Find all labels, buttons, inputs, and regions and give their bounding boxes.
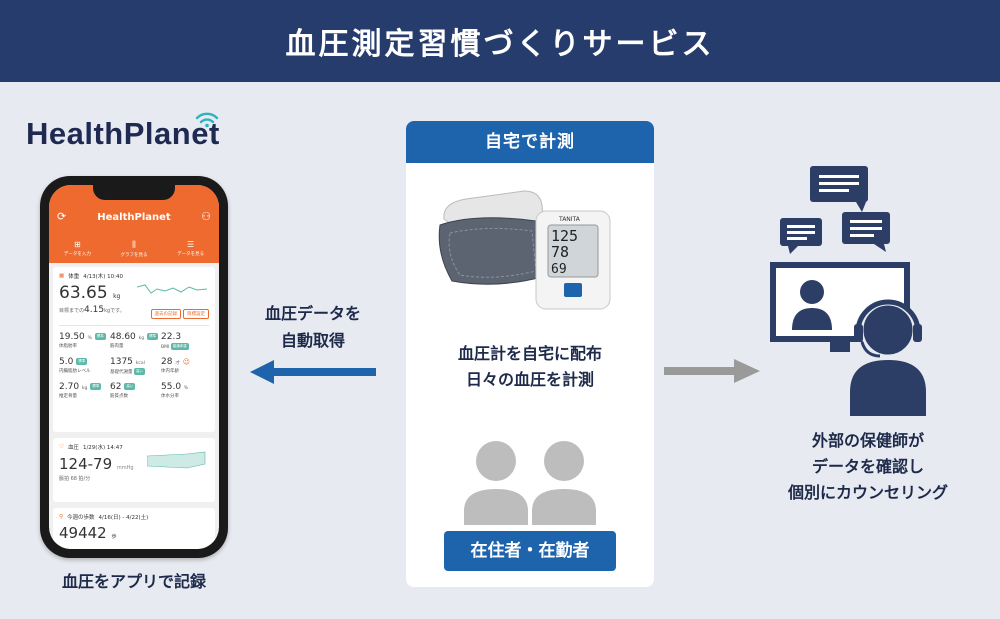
bp-label: 血圧 (67, 445, 79, 451)
phone-caption: 血圧をアプリで記録 (61, 572, 206, 591)
steps-label: 今週の歩数 (67, 515, 95, 521)
steps-card[interactable]: ⚲ 今週の歩数 4/16(日) - 4/22(土) 49442 歩 (53, 508, 215, 549)
chat-bubble-icon (842, 212, 890, 252)
home-measurement-panel: 自宅で計測 125 78 69 TANITA 血圧計を自宅に配布 日々の血圧を計… (406, 121, 654, 587)
metric-item: 28 才 ☺体内年齢 (161, 357, 191, 374)
bp-value: 124-79 (59, 455, 113, 473)
wifi-icon (195, 112, 219, 128)
dia-reading: 78 (551, 243, 569, 261)
chat-bubble-icon (780, 218, 822, 254)
nurse-description: 外部の保健師が データを確認し 個別にカウンセリング (787, 431, 948, 502)
chat-bubble-icon (810, 166, 868, 212)
metric-item: 62 高い筋質点数 (110, 382, 136, 399)
steps-unit: 歩 (111, 534, 117, 540)
bar-chart-icon: ⫼ (132, 240, 136, 249)
arrow-right-icon (664, 359, 760, 383)
steps-value: 49442 (59, 524, 107, 542)
panel-tab: 自宅で計測 (406, 121, 654, 163)
page-title: 血圧測定習慣づくりサービス (285, 27, 715, 62)
healthplanet-logo: HealthPlanet (26, 116, 220, 151)
center-description: 血圧計を自宅に配布 日々の血圧を計測 (457, 344, 602, 389)
bp-date: 1/29(水) 14:47 (82, 445, 123, 451)
pulse-text: 脈拍 68 拍/分 (59, 476, 91, 482)
metric-item: 2.70 kg 標準推定骨量 (59, 382, 102, 399)
metric-item: 5.0 標準内臓脂肪レベル (59, 357, 91, 374)
weight-sparkline (137, 284, 208, 294)
smartphone: ⟳ HealthPlanet ⚇ ⊞データを入力 ⫼グラフを見る ☰データを見る… (40, 176, 228, 558)
weight-card[interactable]: ▦ 体重 4/13(木) 10:40 63.65 kg 目標までの4.15kgで… (53, 267, 215, 432)
blood-pressure-card[interactable]: ♡ 血圧 1/29(水) 14:47 124-79 mmHg 脈拍 68 拍/分 (53, 438, 215, 502)
headset-person-icon (850, 299, 926, 416)
device-brand: TANITA (558, 216, 581, 223)
weight-unit: kg (113, 293, 121, 300)
app-name: HealthPlanet (97, 212, 171, 223)
header-bar: 血圧測定習慣づくりサービス (0, 0, 1000, 82)
weight-label: 体重 (68, 274, 80, 280)
blood-pressure-monitor: 125 78 69 TANITA (438, 190, 611, 310)
weight-date: 4/13(木) 10:40 (83, 274, 123, 280)
sync-icon[interactable]: ⟳ (57, 210, 67, 223)
data-transfer-label: 血圧データを 自動取得 (264, 304, 361, 350)
goal-button[interactable]: 目標設定 (183, 309, 209, 319)
footprint-icon: ⚲ (59, 514, 64, 520)
resident-badge: 在住者・在勤者 (444, 531, 616, 571)
history-button[interactable]: 過去の記録 (150, 309, 181, 319)
list-icon: ☰ (187, 240, 195, 249)
sys-reading: 125 (551, 227, 578, 245)
bp-unit: mmHg (116, 465, 134, 471)
tab-data[interactable]: ☰データを見る (177, 240, 205, 257)
bp-trend-chart (147, 451, 206, 469)
metric-item: 55.0 %体水分率 (161, 382, 189, 399)
app-tabs: ⊞データを入力 ⫼グラフを見る ☰データを見る (49, 240, 219, 258)
profile-icon[interactable]: ⚇ (201, 210, 211, 223)
residents-icon (464, 441, 596, 525)
arrow-left-icon (250, 360, 376, 384)
online-counseling-illustration (770, 166, 926, 416)
phone-notch (93, 185, 175, 200)
metric-item: 48.60 kg 標準筋肉量 (110, 332, 158, 349)
phone-screen: ⟳ HealthPlanet ⚇ ⊞データを入力 ⫼グラフを見る ☰データを見る… (49, 185, 219, 549)
weight-value: 63.65 (59, 283, 108, 303)
tab-input[interactable]: ⊞データを入力 (63, 240, 91, 257)
heart-icon: ♡ (59, 444, 64, 450)
calendar-icon: ▦ (59, 273, 65, 279)
tab-graph[interactable]: ⫼グラフを見る (120, 240, 148, 258)
plus-icon: ⊞ (73, 240, 81, 249)
metric-item: 19.50 % 標準体脂肪率 (59, 332, 106, 349)
pulse-reading: 69 (551, 262, 567, 277)
target-value: 4.15 (84, 305, 105, 315)
steps-date: 4/16(日) - 4/22(土) (98, 515, 149, 521)
